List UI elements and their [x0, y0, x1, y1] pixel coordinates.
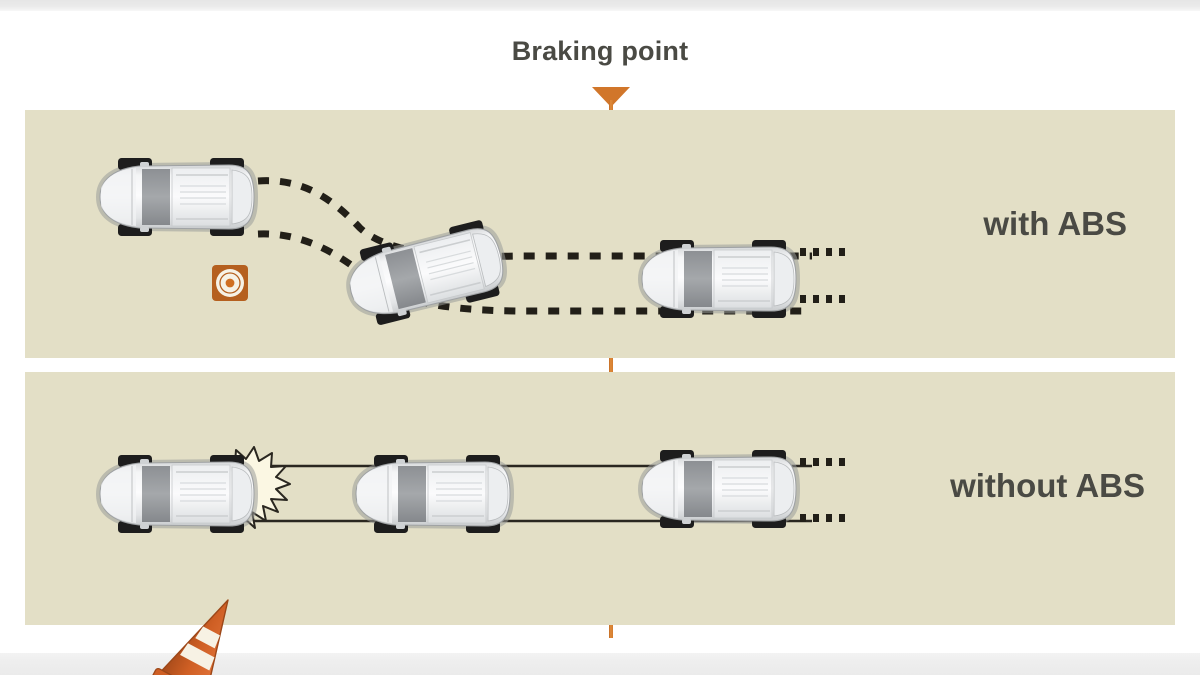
page-title: Braking point: [511, 36, 689, 66]
top-chrome-band: [0, 0, 1200, 11]
panel-without-abs: without ABS: [25, 372, 1175, 625]
panel-with-abs: with ABS: [25, 110, 1175, 358]
bottom-chrome-band: [0, 653, 1200, 675]
panel-label-with-abs: with ABS: [983, 205, 1127, 242]
braking-point-line: [609, 100, 613, 638]
panel-label-without-abs: without ABS: [950, 467, 1145, 504]
braking-point-triangle-icon: [592, 87, 630, 107]
